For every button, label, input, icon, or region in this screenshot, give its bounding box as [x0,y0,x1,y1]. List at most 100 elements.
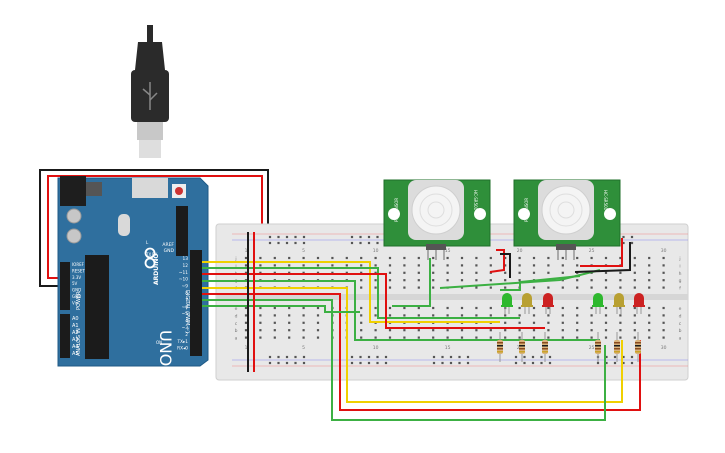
row-letter: c [679,322,682,327]
row-letter: d [679,313,682,319]
aref-pin-label: GND [164,248,175,254]
digital-pin-label: ~9 [182,284,189,290]
column-number: 30 [661,345,667,351]
digital-pin-label: RX◂0 [177,346,188,352]
column-number: 15 [445,248,451,254]
led-yellow [521,293,533,314]
digital-pin-label: 13 [183,256,189,262]
atmega-chip [85,255,109,359]
resistor [614,332,620,362]
row-letter: a [679,337,682,342]
power-pin-label: GND [72,288,81,293]
row-letter: i [235,263,236,269]
header-digital [190,250,202,356]
analog-pin-label: A0 [72,316,79,322]
signal-wires [202,232,641,421]
led-yellow [613,293,625,314]
digital-pin-label: 7 [185,297,188,303]
arduino-uno: ARDUINO UNO DIGITAL (PWM ~) POWER ANALOG… [57,176,209,367]
board-led-label: RX [152,252,158,257]
row-letter: e [679,307,682,312]
column-number: 20 [517,248,523,254]
row-letter: g [679,279,682,284]
board-led-label: ON [156,340,162,345]
power-pin-label: IOREF [72,262,85,267]
power-pin-label: RESET [72,268,85,273]
header-analog [60,314,70,358]
row-letter: a [235,337,238,342]
digital-pin-label: 8 [185,291,188,297]
column-number: 5 [302,248,305,254]
resistor [595,332,601,362]
column-number: 10 [373,345,379,351]
analog-pin-label: A3 [72,337,79,343]
power-pin-label: 3.3V [72,275,81,280]
board-led-label: L [146,240,149,245]
resistor [497,332,503,362]
row-letter: h [679,271,682,277]
resistor [542,332,548,362]
digital-label: DIGITAL (PWM ~) [184,290,190,333]
arduino-brand: ARDUINO [153,254,160,285]
digital-pin-label: 4 [185,318,188,324]
resistor [519,332,525,362]
led-red [633,293,645,314]
header-top-left [176,206,188,256]
column-number: 1 [245,248,248,254]
digital-pin-label: ~10 [179,277,188,283]
arduino-logo-icon [144,247,156,269]
digital-pin-label: ~3 [182,325,189,331]
row-letter: d [235,313,238,319]
arduino-model: UNO [156,330,175,366]
digital-pin-label: ~6 [182,304,189,310]
pir-2-label: PIR SENSOR [524,198,529,222]
row-letter: b [679,328,682,334]
column-number: 10 [373,248,379,254]
analog-pin-label: A5 [72,351,79,357]
resistor [635,332,641,362]
power-pin-label: Vin [72,300,79,305]
power-pin-label: GND [72,294,81,299]
pir-1-model: HC-SR501 [473,190,478,211]
led-green [592,293,604,314]
board-led-label: TX [145,252,151,257]
analog-pin-label: A2 [72,330,79,336]
pir-2-model: HC-SR501 [603,190,608,211]
analog-pin-label: A4 [72,344,79,350]
row-letter: c [235,322,238,327]
arduino-power-wires [39,169,269,287]
resistors [497,332,641,362]
row-letter: j [234,256,236,262]
pir-sensor-2: HC-SR501 PIR SENSOR [513,179,621,260]
power-label: POWER [76,291,82,310]
pir-1-label: PIR SENSOR [394,198,399,222]
aref-pin-label: AREF [162,242,174,248]
row-letter: b [235,328,238,334]
column-number: 5 [302,345,305,351]
reset-button[interactable] [175,187,183,195]
pir-sensor-1: HC-SR501 PIR SENSOR [383,179,491,260]
row-letter: j [678,256,680,262]
digital-pin-label: 12 [183,263,189,269]
usb-icon [142,82,158,110]
column-number: 1 [245,345,248,351]
digital-pin-label: ~5 [182,311,189,317]
usb-cable [131,25,169,158]
column-number: 30 [661,248,667,254]
analog-pin-label: A1 [72,323,79,329]
row-letter: f [679,286,681,292]
analog-label: ANALOG IN [76,328,82,356]
column-number: 15 [445,345,451,351]
power-pin-label: 5V [72,281,78,286]
column-number: 25 [589,345,595,351]
leds [501,293,645,314]
digital-pin-label: TX▸1 [177,339,189,345]
led-red [542,293,554,314]
column-number: 25 [589,248,595,254]
